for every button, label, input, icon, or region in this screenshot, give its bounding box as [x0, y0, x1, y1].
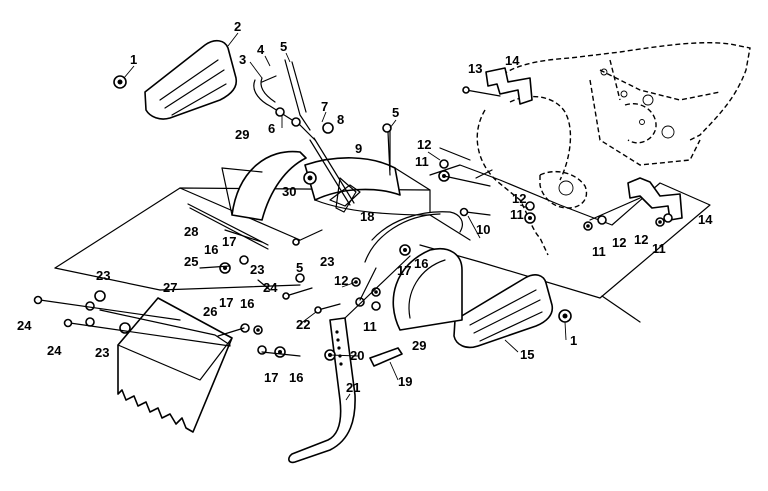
callout-12: 12	[612, 235, 626, 250]
callout-17: 17	[222, 234, 236, 249]
callout-16: 16	[289, 370, 303, 385]
callout-10: 10	[476, 222, 490, 237]
callout-1: 1	[570, 333, 577, 348]
callout-11: 11	[652, 241, 666, 256]
callout-14: 14	[505, 53, 520, 68]
callout-12: 12	[334, 273, 348, 288]
callout-labels: 1 2 3 4 5 6 7 8 5 29 9 12 11 13 14 30 18…	[17, 19, 713, 395]
callout-12: 12	[417, 137, 431, 152]
callout-29: 29	[235, 127, 249, 142]
callout-23: 23	[95, 345, 109, 360]
callout-12: 12	[634, 232, 648, 247]
callout-15: 15	[520, 347, 534, 362]
callout-11: 11	[592, 244, 606, 259]
bracket-13	[485, 67, 533, 105]
callout-11: 11	[415, 154, 429, 169]
callout-1: 1	[130, 52, 137, 67]
callout-11: 11	[363, 319, 377, 334]
callout-9: 9	[355, 141, 362, 156]
hardware	[33, 75, 673, 361]
fender-left	[221, 150, 307, 221]
pin-19	[369, 347, 403, 367]
callout-14: 14	[698, 212, 713, 227]
callout-6: 6	[268, 121, 275, 136]
callout-21: 21	[346, 380, 360, 395]
fender-right	[392, 248, 463, 331]
callout-8: 8	[337, 112, 344, 127]
callout-24: 24	[263, 280, 278, 295]
callout-5: 5	[296, 260, 303, 275]
callout-24: 24	[17, 318, 32, 333]
callout-11: 11	[510, 207, 524, 222]
callout-30: 30	[282, 184, 296, 199]
callout-4: 4	[257, 42, 265, 57]
callout-26: 26	[203, 304, 217, 319]
callout-23: 23	[320, 254, 334, 269]
callout-19: 19	[398, 374, 412, 389]
callout-5: 5	[280, 39, 287, 54]
callout-29: 29	[412, 338, 426, 353]
cable-assembly	[253, 59, 391, 206]
callout-20: 20	[350, 348, 364, 363]
callout-16: 16	[204, 242, 218, 257]
leader-lines	[123, 32, 567, 401]
drag-plate	[117, 297, 233, 433]
callout-27: 27	[163, 280, 177, 295]
callout-17: 17	[264, 370, 278, 385]
callout-17: 17	[397, 263, 411, 278]
callout-12: 12	[512, 191, 526, 206]
bracket-14	[627, 177, 683, 221]
side-shield-right	[453, 274, 554, 349]
callout-17: 17	[219, 295, 233, 310]
callout-2: 2	[234, 19, 241, 34]
callout-18: 18	[360, 209, 374, 224]
callout-25: 25	[184, 254, 198, 269]
callout-16: 16	[414, 256, 428, 271]
callout-22: 22	[296, 317, 310, 332]
callout-13: 13	[468, 61, 482, 76]
callout-23: 23	[250, 262, 264, 277]
callout-3: 3	[239, 52, 246, 67]
rod-28	[187, 203, 269, 250]
callout-5: 5	[392, 105, 399, 120]
callout-24: 24	[47, 343, 62, 358]
tine-hood	[304, 157, 471, 263]
callout-28: 28	[184, 224, 198, 239]
callout-16: 16	[240, 296, 254, 311]
callout-7: 7	[321, 99, 328, 114]
side-shield-left	[144, 39, 238, 120]
callout-23: 23	[96, 268, 110, 283]
